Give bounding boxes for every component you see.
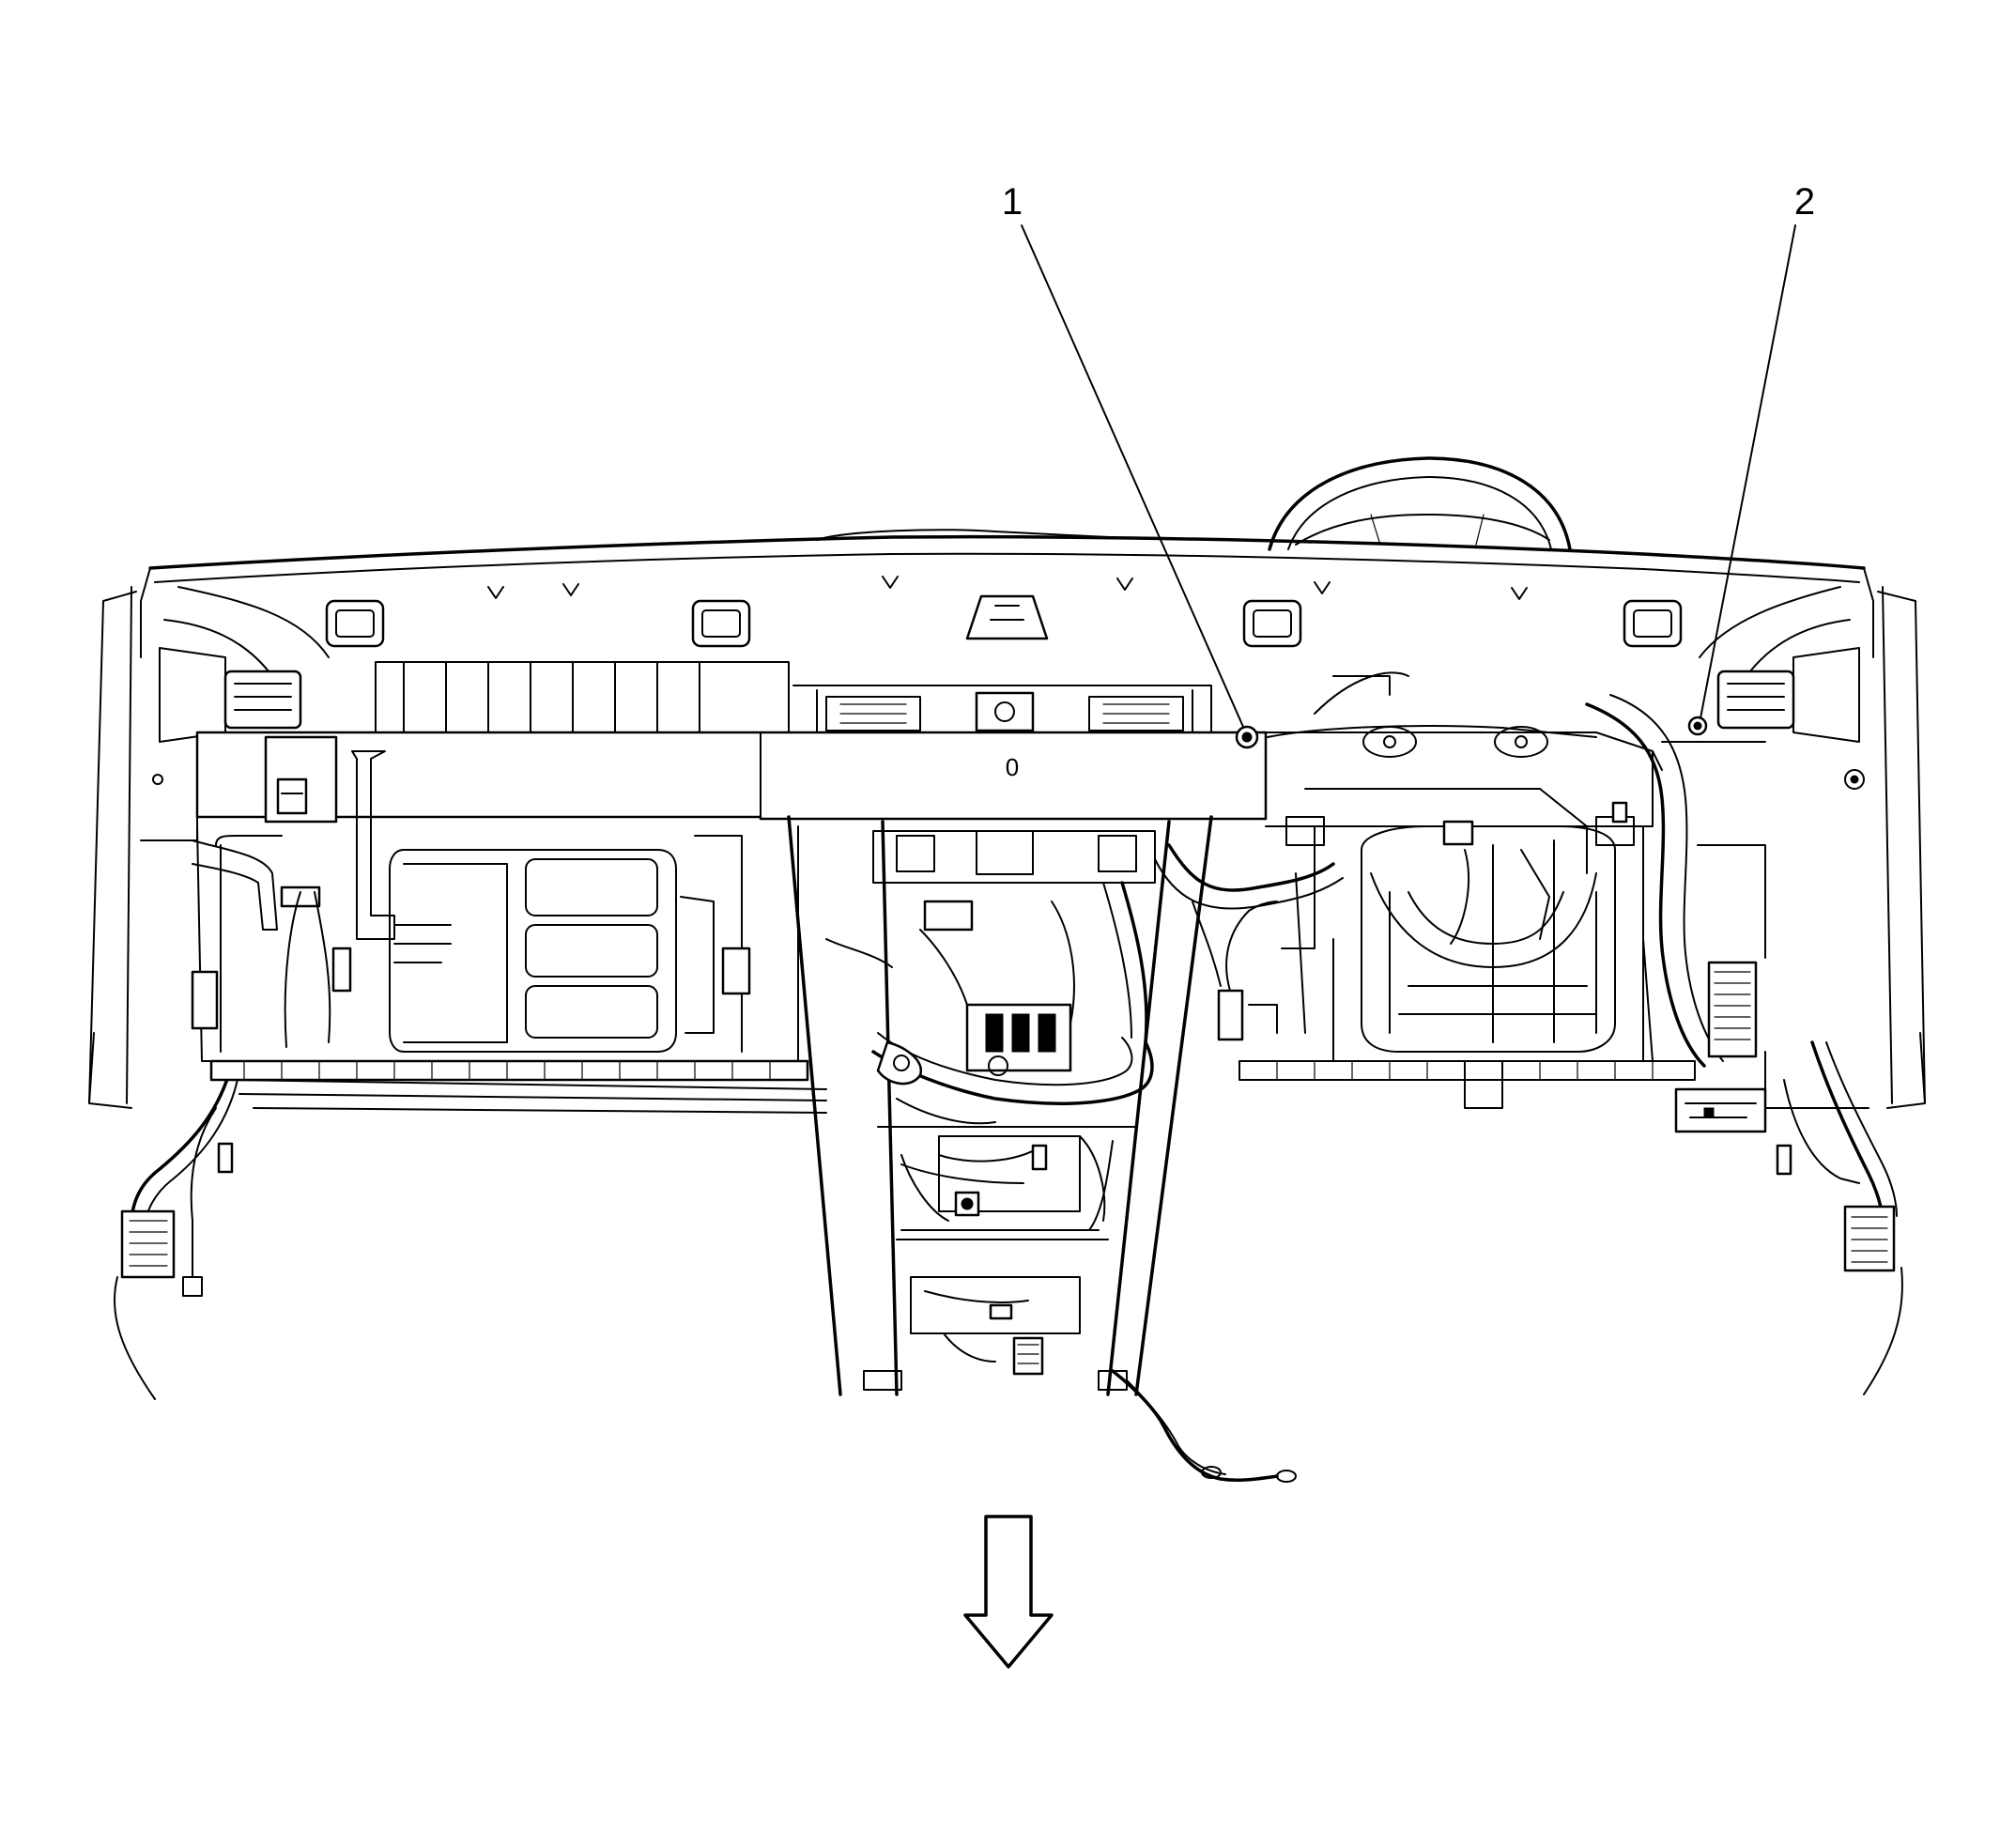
down-arrow-icon <box>963 1515 1054 1669</box>
ground-wire <box>1111 1369 1297 1483</box>
callout-2-label: 2 <box>1794 181 1815 223</box>
right-structure <box>1154 671 1869 1109</box>
steering-wheel <box>1268 456 1572 551</box>
left-harness <box>114 1069 240 1400</box>
right-lower-bracket <box>1464 1060 1767 1133</box>
upper-duct <box>375 661 1212 733</box>
right-harness <box>1776 1040 1903 1395</box>
bracket-gauges <box>1362 726 1548 758</box>
dash-vents <box>325 576 1683 648</box>
corner-vent-left <box>159 647 302 743</box>
beam-label: 0 <box>1006 753 1019 781</box>
callout-2: 2 <box>1687 181 1815 736</box>
center-console <box>787 815 1213 1396</box>
callout-1: 1 <box>1002 181 1259 749</box>
lower-cross-member <box>209 1059 1696 1114</box>
callout-1-label: 1 <box>1002 181 1023 223</box>
dash-top-edge <box>88 529 1926 1109</box>
left-beam-bracket <box>152 735 395 940</box>
corner-vent-right <box>1716 647 1860 743</box>
left-lower-structure <box>191 825 799 1062</box>
